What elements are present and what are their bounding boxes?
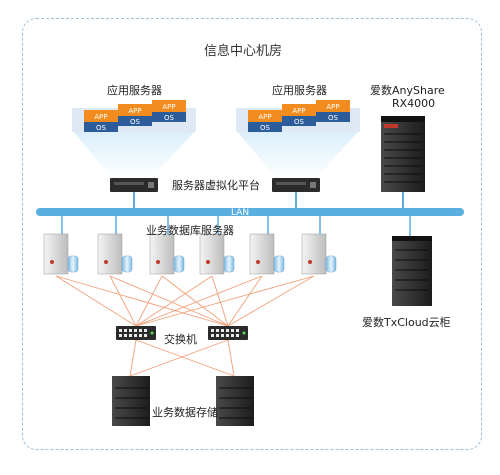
storage-label: 业务数据存储 [152, 406, 218, 419]
db-server-3 [149, 233, 185, 275]
db-server-6 [301, 233, 337, 275]
os-tag: OS [260, 124, 271, 132]
db-server-label: 业务数据库服务器 [146, 224, 234, 237]
switch-label: 交换机 [164, 333, 197, 346]
anyshare-rack [381, 116, 425, 192]
storage-array-2 [216, 376, 254, 426]
app-os-block-3: APP OS [152, 100, 186, 122]
app-os-block-1: APP OS [84, 110, 118, 132]
mesh-links [55, 275, 315, 377]
app-tag: APP [258, 113, 271, 121]
switch-1 [116, 326, 156, 340]
db-server-5 [249, 233, 285, 275]
app-os-block-2: APP OS [118, 104, 152, 126]
app-server-group-1: APP OS APP OS APP OS [72, 100, 196, 132]
beam-right [236, 130, 360, 178]
lan-label: LAN [231, 208, 249, 218]
app-tag: APP [94, 113, 107, 121]
app-tag: APP [128, 107, 141, 115]
app-server-label-right: 应用服务器 [272, 84, 327, 97]
virt-host-2 [272, 178, 320, 192]
db-server-1 [43, 233, 79, 275]
app-server-group-2: APP OS APP OS APP OS [236, 100, 360, 132]
anyshare-label-line1: 爱数AnyShare [370, 84, 445, 97]
virt-platform-label: 服务器虚拟化平台 [172, 179, 260, 192]
db-server-2 [97, 233, 133, 275]
app-os-block-6: APP OS [316, 100, 350, 122]
os-tag: OS [130, 118, 141, 126]
app-server-label-left: 应用服务器 [107, 84, 162, 97]
os-tag: OS [96, 124, 107, 132]
virt-host-1 [110, 178, 158, 192]
os-tag: OS [328, 114, 339, 122]
switch-2 [208, 326, 248, 340]
app-tag: APP [326, 103, 339, 111]
txcloud-label: 爱数TxCloud云柜 [362, 316, 451, 329]
app-os-block-5: APP OS [282, 104, 316, 126]
txcloud-rack [392, 236, 432, 306]
os-tag: OS [164, 114, 175, 122]
storage-array-1 [112, 376, 150, 426]
os-tag: OS [294, 118, 305, 126]
app-tag: APP [162, 103, 175, 111]
diagram-title: 信息中心机房 [204, 44, 283, 59]
db-server-4 [199, 233, 235, 275]
app-os-block-4: APP OS [248, 110, 282, 132]
lan-bar [36, 208, 464, 216]
app-tag: APP [292, 107, 305, 115]
beam-left [72, 130, 196, 178]
anyshare-label-line2: RX4000 [392, 97, 436, 110]
